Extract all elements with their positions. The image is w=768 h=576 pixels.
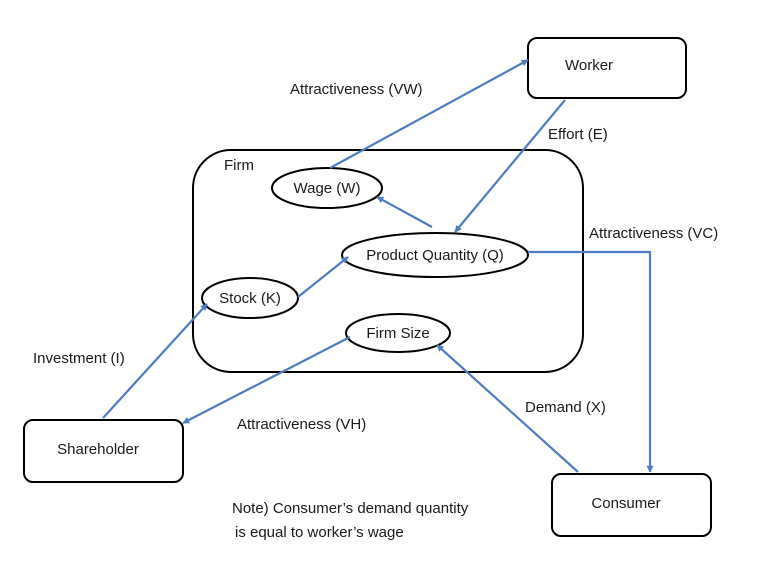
arrow-shareholder-to-stock [102,303,208,419]
firm-size-label: Firm Size [366,325,429,342]
edge-label-demand: Demand (X) [525,399,606,416]
consumer-node [551,473,712,537]
shareholder-label: Shareholder [57,441,139,458]
arrow-worker-to-product [454,99,566,233]
arrow-firmsize-to-shareholder [182,336,351,424]
edge-label-attractiveness-vh: Attractiveness (VH) [237,416,366,433]
stock-label: Stock (K) [219,290,281,307]
edge-label-effort: Effort (E) [548,126,608,143]
arrow-consumer-to-firmsize [436,344,579,473]
wage-node [271,167,383,209]
product-quantity-label: Product Quantity (Q) [366,247,504,264]
note-line-2: is equal to worker’s wage [235,524,404,541]
firm-size-node [345,313,451,353]
stock-node [201,277,299,319]
edge-label-attractiveness-vw: Attractiveness (VW) [290,81,423,98]
edge-label-investment: Investment (I) [33,350,125,367]
wage-label: Wage (W) [294,180,361,197]
note-line-1: Note) Consumer’s demand quantity [232,500,469,517]
arrow-product-to-consumer [528,250,654,473]
shareholder-node [23,419,184,483]
edge-label-attractiveness-vc: Attractiveness (VC) [589,225,718,242]
arrow-product-to-wage [376,196,433,228]
firm-label: Firm [224,157,254,174]
worker-label: Worker [565,57,613,74]
arrow-stock-to-product [297,256,349,298]
product-quantity-node [341,232,529,278]
consumer-label: Consumer [591,495,660,512]
arrow-wage-to-worker [329,59,529,169]
worker-node [527,37,687,99]
